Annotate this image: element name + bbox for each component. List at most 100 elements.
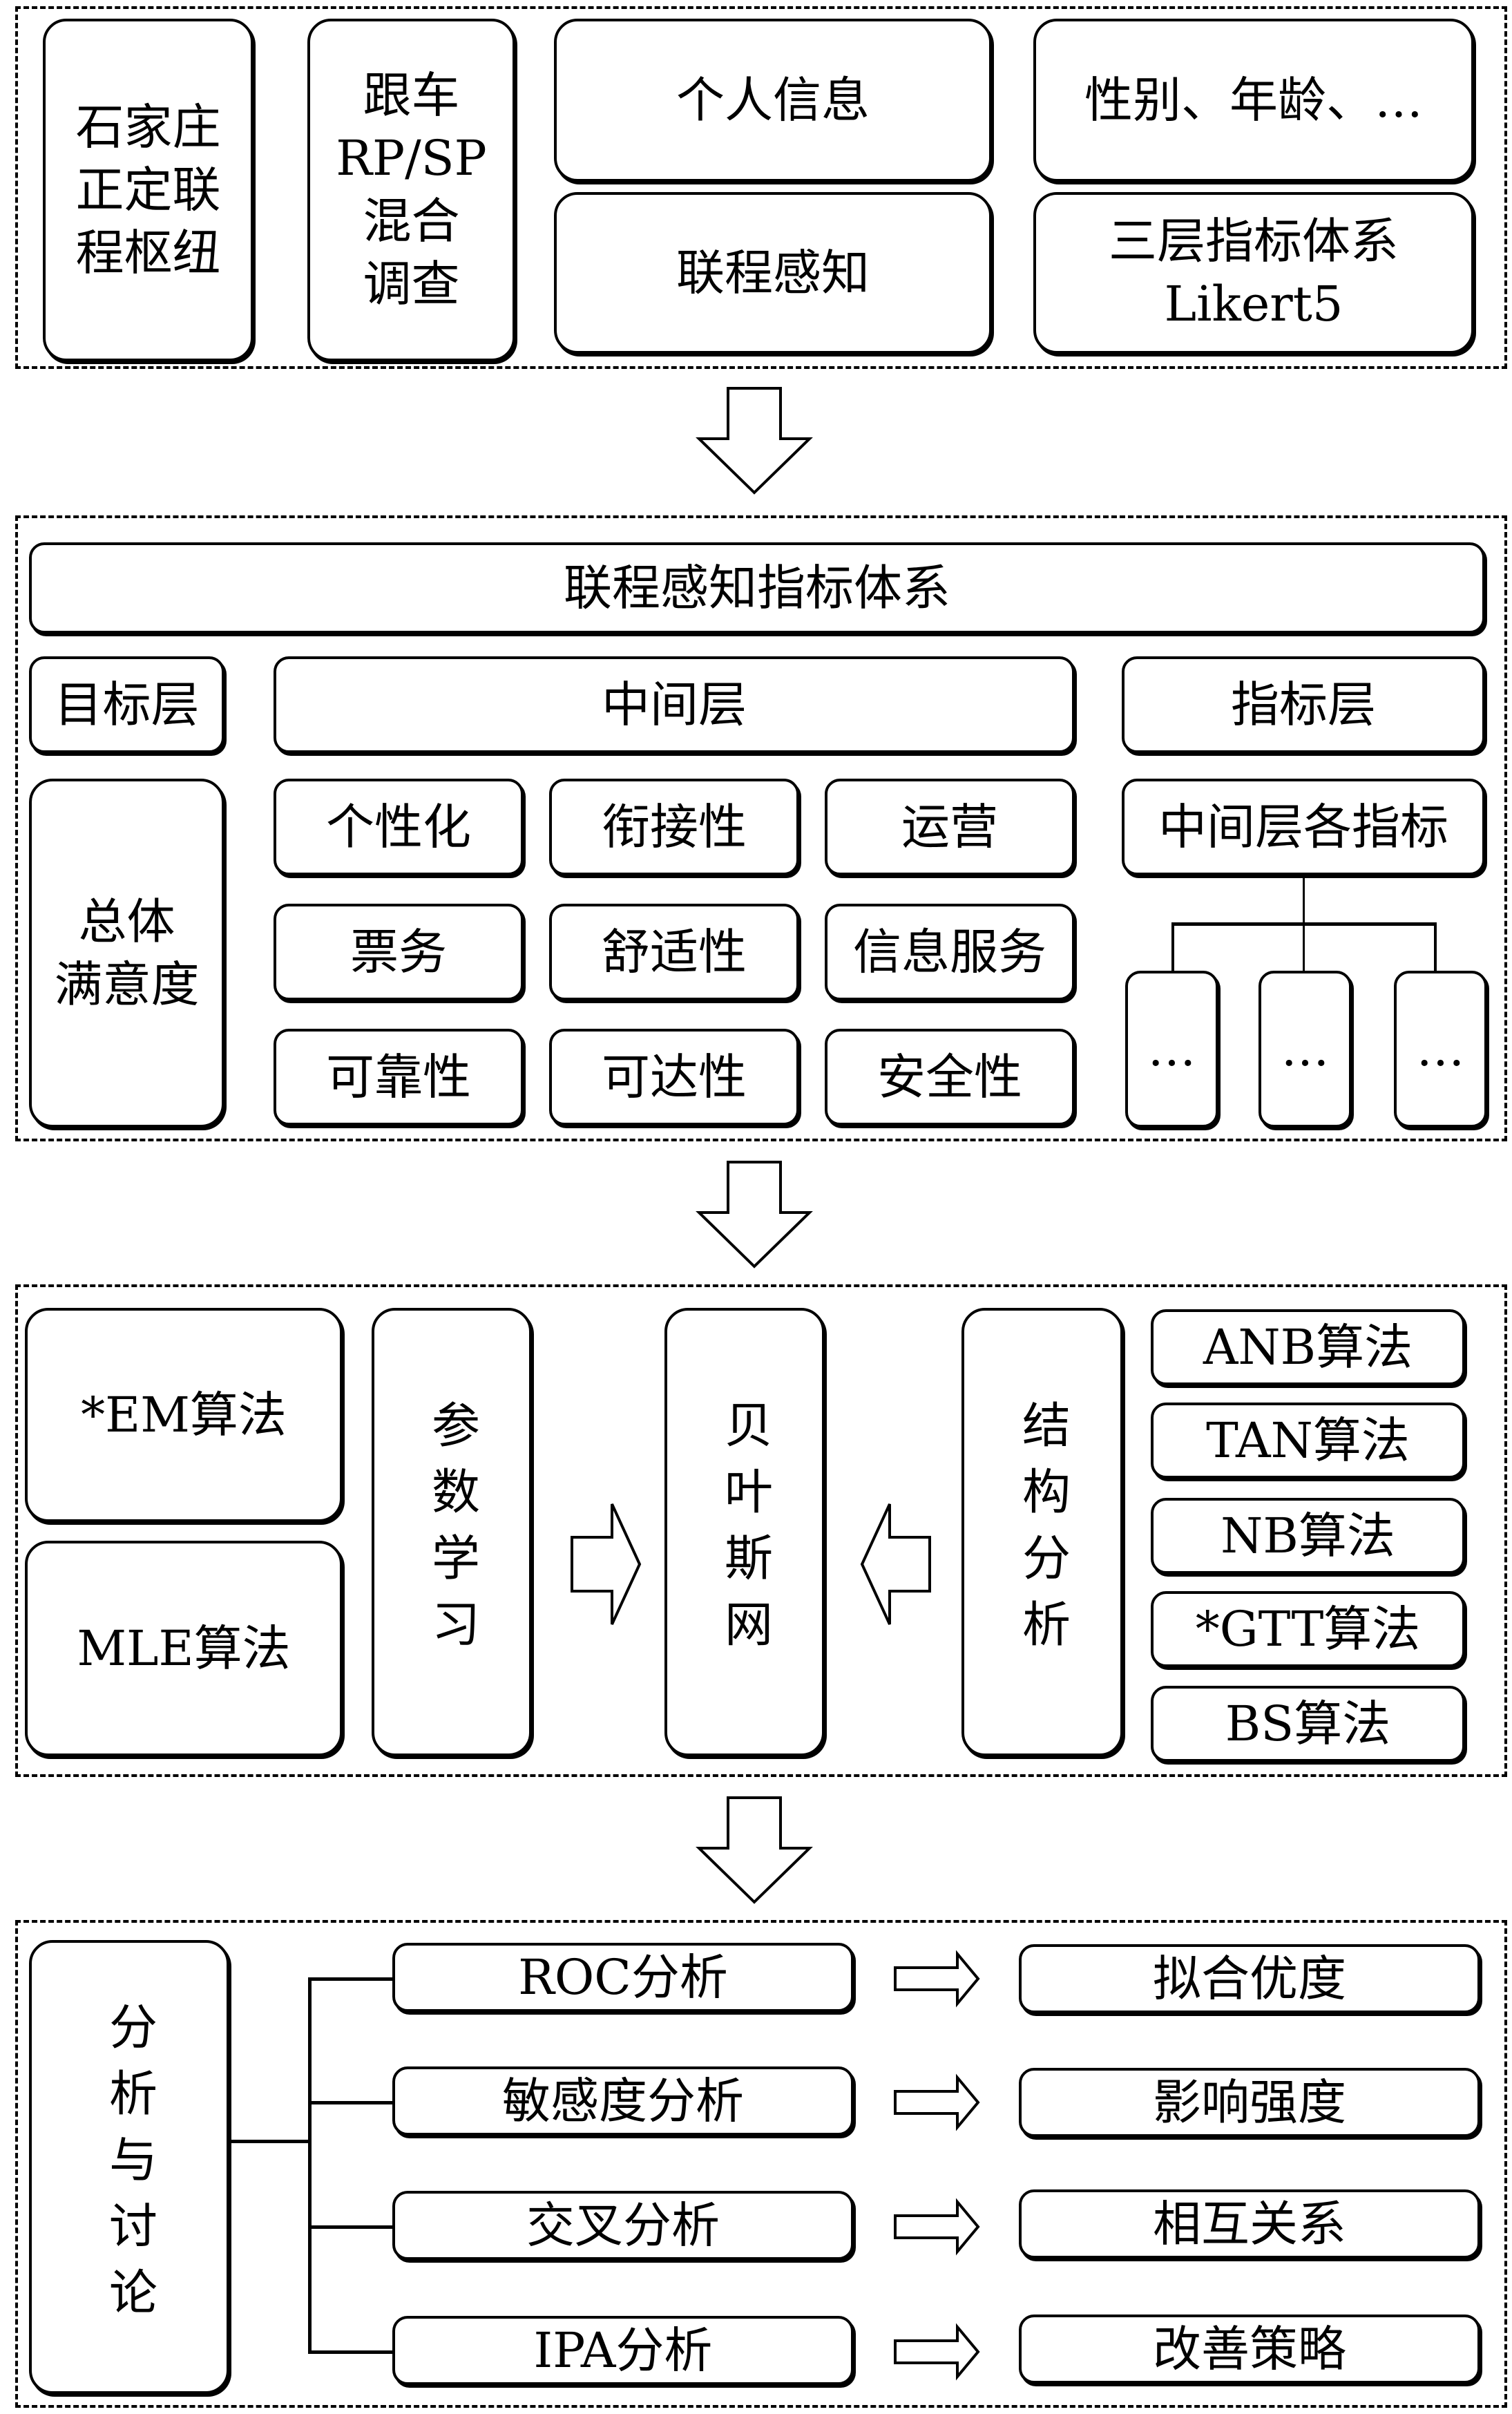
down-arrow-icon (696, 1161, 813, 1268)
struct-algorithm-label: *GTT算法 (1195, 1600, 1421, 1657)
em-algorithm-label: *EM算法 (81, 1386, 287, 1443)
tree-connector (229, 2140, 311, 2143)
middle-item: 信息服务 (825, 904, 1075, 1000)
analysis-method-box: 敏感度分析 (392, 2066, 854, 2136)
tree-connector (308, 1977, 312, 2354)
method-line: 调查 (363, 256, 460, 312)
middle-item: 衔接性 (549, 779, 799, 875)
middle-item-label: 个性化 (326, 798, 471, 855)
bayesian-network-box: 贝叶斯网 (664, 1308, 825, 1756)
tree-connector (308, 2225, 394, 2229)
indicator-layer-box: 指标层 (1122, 656, 1485, 753)
indicator-leaf-label: … (1416, 1020, 1465, 1077)
analysis-result-box: 相互关系 (1019, 2189, 1480, 2259)
analysis-root-box: 分析与讨论 (29, 1940, 229, 2394)
bayesian-network-label: 贝叶斯网 (716, 1399, 774, 1665)
struct-algorithm-label: TAN算法 (1206, 1412, 1410, 1469)
personal-detail-box: 性别、年龄、… (1033, 19, 1474, 182)
survey-panel (15, 6, 1507, 369)
perception-box: 联程感知 (554, 192, 992, 354)
perception-detail-box: 三层指标体系 Likert5 (1033, 192, 1474, 354)
struct-algorithm-box: TAN算法 (1151, 1403, 1465, 1479)
analysis-method-box: 交叉分析 (392, 2191, 854, 2260)
middle-item: 可达性 (549, 1029, 799, 1125)
analysis-method-box: IPA分析 (392, 2316, 854, 2385)
middle-item-label: 信息服务 (853, 923, 1046, 980)
analysis-root-label: 分析与讨论 (101, 2001, 158, 2333)
indicator-leaf: … (1394, 971, 1487, 1128)
analysis-result-box: 影响强度 (1019, 2068, 1480, 2137)
down-arrow-icon (696, 387, 813, 495)
tree-connector (1434, 922, 1437, 972)
analysis-result-label: 改善策略 (1153, 2320, 1346, 2377)
indicator-leaf-label: … (1147, 1020, 1196, 1077)
goal-line: 总体 (78, 893, 175, 950)
personal-info-box: 个人信息 (554, 19, 992, 182)
perception-label: 联程感知 (676, 244, 870, 301)
right-arrow-icon (894, 2198, 980, 2256)
analysis-result-box: 改善策略 (1019, 2315, 1480, 2384)
struct-algorithm-box: *GTT算法 (1151, 1591, 1465, 1667)
parameter-learning-label: 参数学习 (423, 1399, 481, 1665)
survey-method-box: 跟车 RP/SP 混合 调查 (307, 19, 515, 361)
middle-item: 安全性 (825, 1029, 1075, 1125)
left-arrow-icon (860, 1503, 931, 1625)
indicator-leaf: … (1125, 971, 1218, 1128)
goal-box: 总体 满意度 (29, 779, 224, 1128)
analysis-method-label: IPA分析 (533, 2321, 713, 2379)
tree-connector (308, 1977, 394, 1981)
method-line: RP/SP (336, 130, 487, 187)
analysis-result-label: 相互关系 (1153, 2195, 1346, 2252)
goal-line: 满意度 (54, 956, 200, 1013)
personal-info-label: 个人信息 (676, 71, 870, 129)
analysis-panel (15, 1920, 1507, 2408)
analysis-result-label: 影响强度 (1153, 2073, 1346, 2131)
indicator-root-box: 中间层各指标 (1122, 779, 1485, 875)
middle-item-label: 可达性 (602, 1048, 747, 1105)
analysis-method-label: ROC分析 (518, 1948, 728, 2006)
goal-layer-label: 目标层 (54, 676, 200, 733)
index-title-box: 联程感知指标体系 (29, 542, 1485, 634)
tree-connector (1303, 875, 1305, 924)
middle-item-label: 运营 (901, 798, 998, 855)
right-arrow-icon (894, 2073, 980, 2131)
hub-line: 正定联 (75, 161, 221, 218)
tree-connector (308, 2101, 394, 2104)
middle-item-label: 衔接性 (602, 798, 747, 855)
indicator-leaf: … (1259, 971, 1352, 1128)
struct-algorithm-label: ANB算法 (1203, 1318, 1413, 1376)
middle-layer-label: 中间层 (602, 676, 747, 733)
analysis-method-box: ROC分析 (392, 1943, 854, 2012)
middle-item: 舒适性 (549, 904, 799, 1000)
indicator-layer-label: 指标层 (1231, 676, 1376, 733)
mle-algorithm-box: MLE算法 (25, 1541, 343, 1756)
mle-algorithm-label: MLE算法 (77, 1619, 291, 1677)
hub-box: 石家庄 正定联 程枢纽 (43, 19, 253, 361)
right-arrow-icon (894, 1950, 980, 2008)
perception-detail-line: 三层指标体系 (1109, 213, 1399, 269)
analysis-method-label: 敏感度分析 (502, 2072, 744, 2129)
method-line: 混合 (363, 193, 460, 249)
struct-algorithm-label: NB算法 (1221, 1507, 1395, 1564)
indicator-leaf-label: … (1281, 1020, 1330, 1077)
right-arrow-icon (571, 1503, 642, 1625)
perception-detail-line: Likert5 (1164, 276, 1343, 332)
middle-item: 可靠性 (274, 1029, 524, 1125)
middle-layer-box: 中间层 (274, 656, 1075, 753)
analysis-method-label: 交叉分析 (526, 2196, 720, 2254)
analysis-result-box: 拟合优度 (1019, 1944, 1480, 2013)
tree-connector (1171, 922, 1174, 972)
personal-detail-label: 性别、年龄、… (1084, 71, 1423, 129)
parameter-learning-box: 参数学习 (372, 1308, 532, 1756)
em-algorithm-box: *EM算法 (25, 1308, 343, 1522)
indicator-root-label: 中间层各指标 (1158, 798, 1448, 855)
struct-algorithm-label: BS算法 (1225, 1695, 1391, 1752)
struct-algorithm-box: NB算法 (1151, 1498, 1465, 1574)
tree-connector (1303, 922, 1305, 972)
tree-connector (308, 2350, 394, 2354)
hub-line: 程枢纽 (75, 224, 221, 281)
middle-item: 票务 (274, 904, 524, 1000)
middle-item-label: 舒适性 (602, 923, 747, 980)
goal-layer-box: 目标层 (29, 656, 224, 753)
middle-item: 运营 (825, 779, 1075, 875)
